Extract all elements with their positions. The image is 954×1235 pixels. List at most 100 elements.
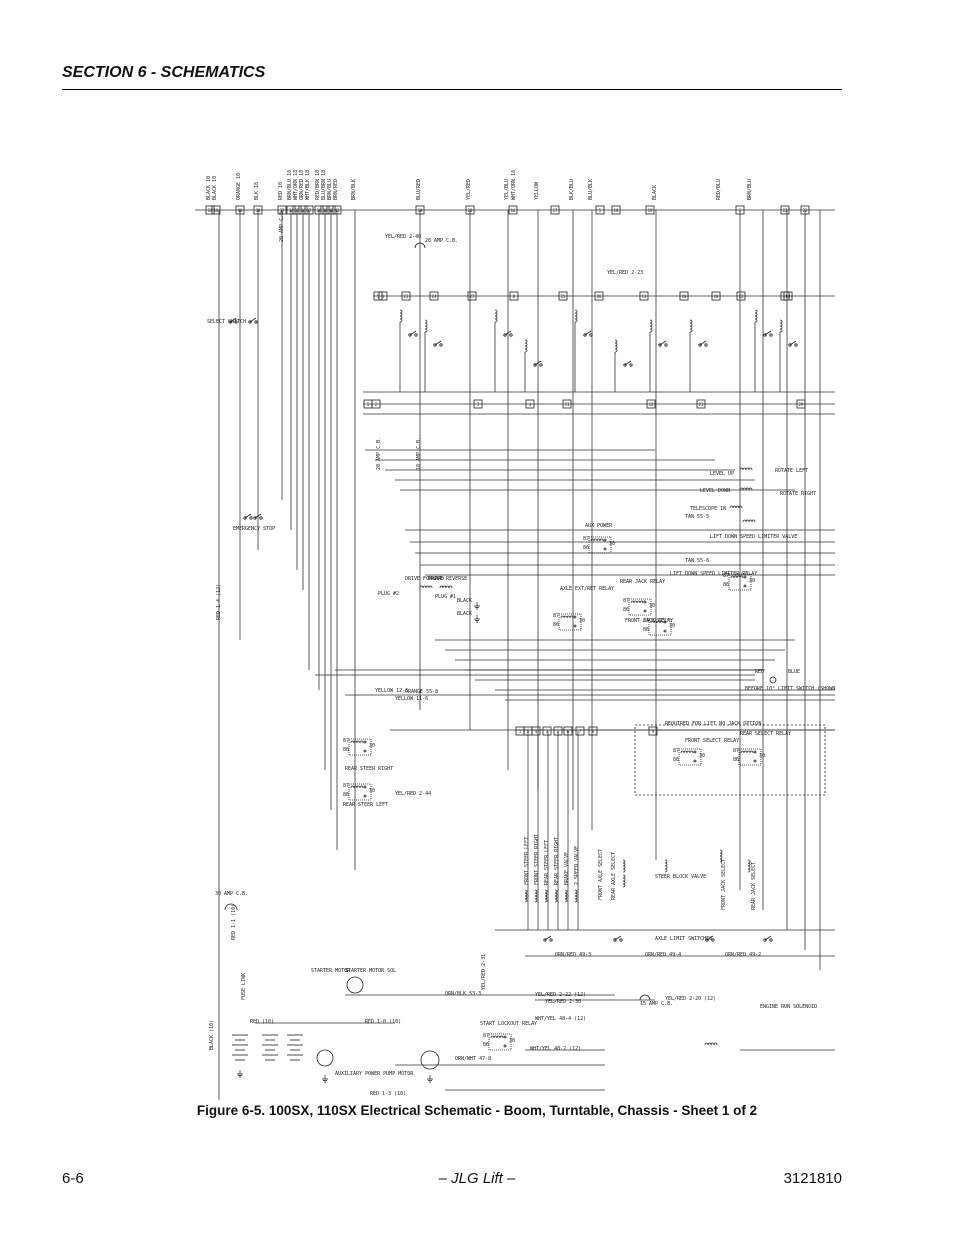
top-terminal [235, 205, 245, 215]
contact-icon [643, 600, 647, 604]
coil-icon [524, 348, 528, 353]
coil-icon [747, 862, 751, 867]
upper-row-terminal [378, 291, 388, 301]
coil-icon [743, 750, 748, 754]
terminal-number: 20 [682, 294, 687, 299]
switch-contact-icon [254, 320, 258, 324]
terminal-number: 4 [529, 402, 532, 407]
solenoid-label: REAR STEER LEFT [544, 840, 550, 885]
pin-label: 30 [369, 788, 375, 794]
coil-icon [742, 467, 747, 471]
coil-icon [754, 309, 758, 314]
coil-icon [424, 322, 428, 327]
pin-label: 30 [699, 753, 705, 759]
terminal-number: 1 [519, 729, 522, 734]
terminal-number: 7 [579, 729, 582, 734]
upper-row-terminal [401, 291, 411, 301]
coil-icon [524, 342, 528, 347]
rear-steer-left-relay-icon [348, 783, 372, 801]
coil-icon [544, 889, 548, 894]
coil-icon [490, 1035, 495, 1039]
orn-red-49-3-label: ORN/RED 49-3 [555, 952, 591, 958]
terminal-number: 11 [565, 402, 570, 407]
coil-icon [779, 319, 783, 324]
coil-icon [574, 318, 578, 323]
yel-red-2-30-label: YEL/RED 2-30 [545, 999, 581, 1005]
top-terminal [205, 205, 215, 215]
top-wire-label: YEL/BLU [504, 179, 510, 200]
ground-label: BLACK [457, 598, 472, 604]
top-terminal [800, 205, 810, 215]
red-label: RED [755, 669, 764, 675]
lower-row-terminal [525, 399, 535, 409]
switch-arm-icon [659, 340, 667, 346]
top-wire-label: ORANGE 10 [236, 173, 242, 200]
coil-icon [664, 865, 668, 870]
switch-contact-icon [763, 333, 767, 337]
terminal-number: 10 [208, 208, 213, 213]
coil-icon [439, 585, 444, 589]
coil-icon [574, 315, 578, 320]
coil-icon [356, 740, 361, 744]
contact-icon [573, 624, 577, 628]
terminal-number: 1 [367, 402, 370, 407]
coil-icon [749, 750, 754, 754]
coil-icon [590, 538, 595, 542]
switch-contact-icon [788, 343, 792, 347]
terminal-number: 33 [280, 208, 285, 213]
switch-contact-icon [539, 363, 543, 367]
yel-red-2-20-label: YEL/RED 2-20 (12) [665, 996, 716, 1002]
terminal-number: 38 [317, 208, 322, 213]
top-wire-label: BLK/BLU [569, 179, 575, 200]
front-select-relay-icon [678, 748, 702, 766]
coil-icon [593, 538, 598, 542]
coil-icon [729, 505, 734, 509]
solenoid-label: 2 SPEED VALVE [574, 846, 580, 885]
upper-row-terminal [373, 291, 383, 301]
lower-row-terminal [371, 399, 381, 409]
coil-icon [544, 895, 548, 900]
solenoid-terminal [542, 726, 552, 736]
rear-steer-right-label: REAR STEER RIGHT [345, 766, 393, 772]
document-number: 3121810 [783, 1170, 842, 1187]
switch-contact-icon [248, 320, 252, 324]
top-wire-label: ORN/RED 18 [299, 170, 305, 200]
blue-label: BLUE [788, 669, 800, 675]
switch-contact-icon [259, 516, 263, 520]
switch-contact-icon [509, 333, 513, 337]
coil-icon [622, 880, 626, 885]
top-wire-label: RED 10 [278, 182, 284, 200]
coil-icon [686, 750, 691, 754]
coil-icon [419, 585, 424, 589]
contact-icon [693, 759, 697, 763]
coil-icon [735, 505, 740, 509]
switch-arm-icon [534, 360, 542, 366]
terminal-number: 6 [567, 729, 570, 734]
coil-icon [689, 328, 693, 333]
black-10-label: BLACK (10) [209, 1020, 215, 1050]
switch-contact-icon [704, 343, 708, 347]
coil-icon [719, 849, 723, 854]
coil-icon [630, 600, 635, 604]
top-wire-label: BRN/BLK [351, 179, 357, 200]
coil-icon [554, 898, 558, 903]
lower-row-terminal [562, 399, 572, 409]
red-1-1-label: RED 1-1 (10) [231, 904, 237, 940]
top-terminal [286, 205, 296, 215]
switch-arm-icon [764, 330, 772, 336]
coil-icon [747, 865, 751, 870]
pin-label: 86 [583, 545, 589, 551]
pin-label: 87 [733, 748, 739, 754]
switch-arm-icon [244, 513, 252, 519]
coil-icon [622, 877, 626, 882]
switch-contact-icon [583, 333, 587, 337]
coil-icon [350, 740, 355, 744]
lift-down-valve-label: LIFT DOWN SPEED LIMITER VALVE [710, 534, 797, 540]
terminal-number: 3 [546, 729, 549, 734]
coil-icon [779, 328, 783, 333]
upper-row-terminal [594, 291, 604, 301]
coil-icon [664, 862, 668, 867]
switch-arm-icon [706, 935, 714, 941]
pin-label: 30 [669, 623, 675, 629]
coil-icon [683, 750, 688, 754]
